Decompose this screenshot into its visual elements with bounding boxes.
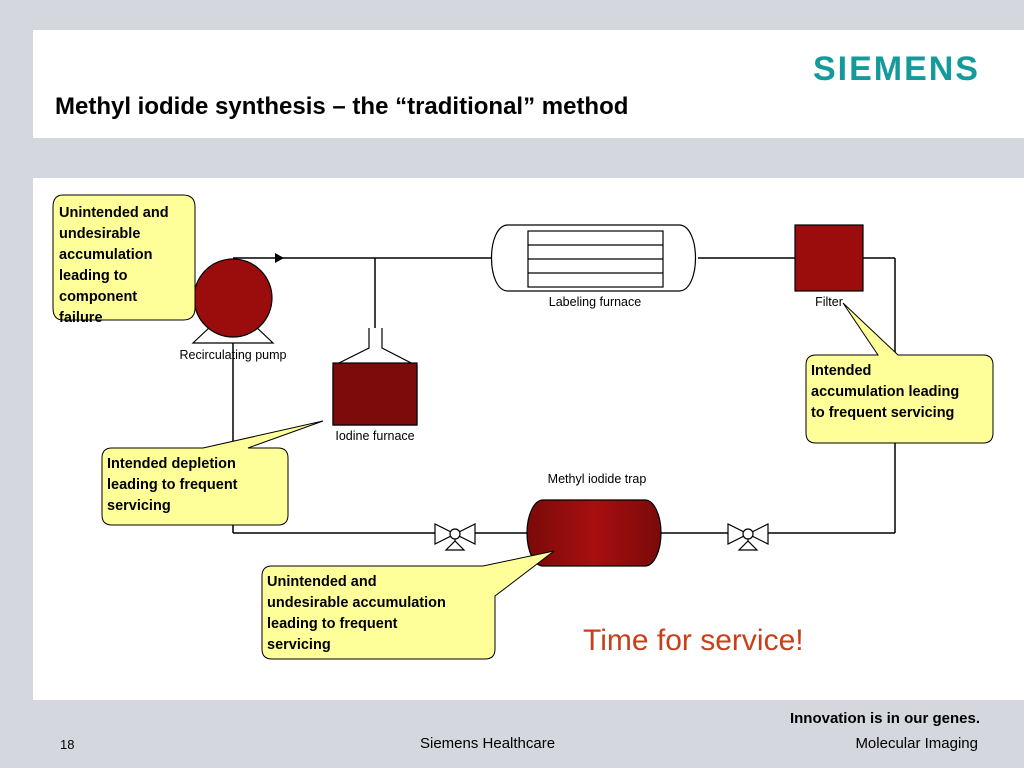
piping — [232, 257, 896, 534]
callout-filter-line: Intended — [811, 363, 871, 379]
callout-filter-line: accumulation leading — [811, 384, 959, 400]
callout-filter: Intended accumulation leading to frequen… — [805, 302, 994, 444]
footer-tagline: Innovation is in our genes. — [789, 710, 980, 727]
valve-left-icon — [434, 523, 476, 551]
svg-text:Intended depletion lea: Intended depletion leading to frequent s… — [107, 456, 242, 514]
process-diagram: Recirculating pump Labeling furnace Filt… — [52, 194, 994, 660]
callout-iodine-line: leading to frequent — [107, 477, 238, 493]
callout-trap: Unintended and undesirable accumulation … — [261, 550, 555, 660]
callout-pump-line: leading to — [59, 268, 128, 284]
slide-header: SIEMENS Methyl iodide synthesis – the “t… — [33, 30, 1024, 138]
callout-trap-line: Unintended and — [267, 574, 377, 590]
callout-trap-line: undesirable accumulation — [267, 595, 446, 611]
svg-text:Unintended and undesir: Unintended and undesirable accumulation … — [267, 574, 450, 653]
callout-iodine-line: Intended depletion — [107, 456, 236, 472]
callout-pump-line: failure — [59, 310, 103, 326]
callout-pump-line: component — [59, 289, 137, 305]
labeling-furnace-label: Labeling furnace — [549, 295, 641, 309]
slide-title: Methyl iodide synthesis – the “tradition… — [55, 93, 629, 120]
service-message: Time for service! — [583, 624, 804, 657]
callout-pump-line: undesirable — [59, 226, 140, 242]
methyl-iodide-trap — [526, 499, 662, 567]
callout-filter-line: to frequent servicing — [811, 405, 954, 421]
page-number: 18 — [60, 737, 75, 752]
callout-pump-line: Unintended and — [59, 205, 169, 221]
labeling-furnace — [491, 224, 696, 292]
callout-trap-line: leading to frequent — [267, 616, 398, 632]
svg-text:Intended accumulation: Intended accumulation leading to frequen… — [811, 363, 963, 421]
methyl-iodide-trap-label: Methyl iodide trap — [548, 472, 647, 486]
filter-label: Filter — [815, 295, 843, 309]
recirculating-pump-label: Recirculating pump — [180, 348, 287, 362]
footer-company: Siemens Healthcare — [420, 735, 556, 752]
iodine-furnace — [332, 328, 418, 426]
callout-pump-line: accumulation — [59, 247, 152, 263]
callout-pump: Unintended and undesirable accumulation … — [52, 194, 196, 326]
iodine-furnace-label: Iodine furnace — [335, 429, 414, 443]
valve-right-icon — [727, 523, 769, 551]
footer-division: Molecular Imaging — [855, 735, 978, 752]
callout-iodine-line: servicing — [107, 498, 171, 514]
pump-body — [193, 258, 273, 338]
filter — [794, 224, 864, 292]
svg-text:Unintended and undesir: Unintended and undesirable accumulation … — [59, 205, 173, 326]
slide-content: Recirculating pump Labeling furnace Filt… — [33, 178, 1024, 700]
flow-arrow-icon — [275, 253, 284, 263]
callout-trap-line: servicing — [267, 637, 331, 653]
siemens-logo: SIEMENS — [812, 50, 980, 88]
callout-iodine: Intended depletion leading to frequent s… — [101, 420, 324, 526]
recirculating-pump — [191, 258, 275, 344]
